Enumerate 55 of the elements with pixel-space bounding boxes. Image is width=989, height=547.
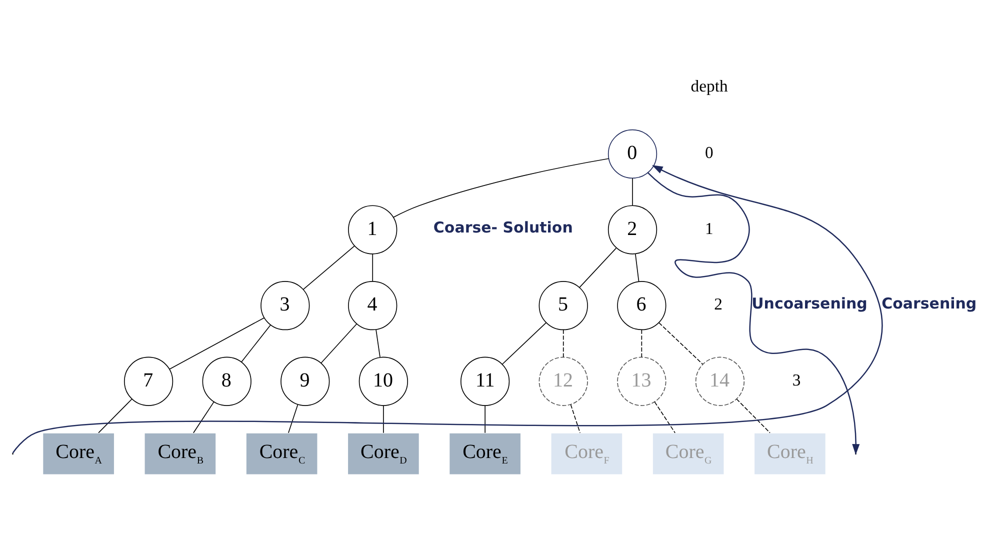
node-circle: 5	[538, 281, 588, 330]
connector	[393, 158, 610, 218]
node-circle: 6	[617, 281, 666, 330]
connector	[736, 398, 770, 434]
connector	[579, 248, 617, 288]
connector	[169, 317, 265, 370]
node-box: Core$_{H}$	[754, 432, 826, 476]
connector	[98, 398, 132, 434]
connector	[241, 324, 271, 362]
node-box: Core$_{D}$	[347, 432, 420, 476]
node-circle: 1	[348, 205, 398, 254]
label: 0	[704, 143, 714, 162]
edge-label: Uncoarsening	[752, 294, 868, 312]
node-box: Core$_{C}$	[246, 432, 318, 476]
connector	[570, 404, 580, 434]
connector	[641, 329, 642, 358]
node-circle: 2	[608, 205, 658, 254]
node-circle: 8	[202, 356, 252, 406]
connector	[302, 246, 355, 290]
connector	[288, 404, 298, 434]
connector	[383, 405, 384, 434]
node-circle: 9	[280, 356, 330, 406]
node-circle: 0	[608, 129, 658, 179]
node-box: Core$_{A}$	[42, 432, 115, 476]
node-circle: 14	[695, 356, 745, 406]
label: 3	[792, 370, 801, 390]
connector	[502, 322, 546, 365]
node-circle: 4	[348, 281, 398, 330]
arrow	[12, 165, 883, 454]
label: depth	[690, 76, 728, 96]
connector	[654, 402, 676, 434]
node-circle: 13	[617, 356, 666, 406]
connector	[193, 402, 214, 434]
connector	[484, 405, 486, 434]
label: 1	[704, 218, 714, 238]
node-circle: 12	[538, 356, 588, 406]
node-box: Core$_{B}$	[144, 432, 216, 476]
edge-label: Coarsening	[882, 294, 977, 312]
connector	[658, 322, 704, 365]
label: Coarse- Solution	[433, 218, 573, 237]
connector	[320, 324, 358, 364]
connector	[562, 329, 564, 358]
node-circle: 3	[260, 281, 310, 330]
node-circle: 10	[358, 356, 408, 406]
connector	[376, 329, 380, 358]
label: 2	[714, 294, 722, 314]
connector	[632, 178, 633, 206]
node-circle: 11	[460, 356, 510, 406]
node-box: Core$_{E}$	[448, 432, 522, 476]
connector	[635, 254, 640, 282]
node-box: Core$_{G}$	[652, 432, 725, 476]
node-box: Core$_{F}$	[550, 432, 623, 476]
arrow	[648, 172, 860, 455]
node-circle: 7	[124, 356, 174, 406]
connector	[372, 254, 374, 282]
